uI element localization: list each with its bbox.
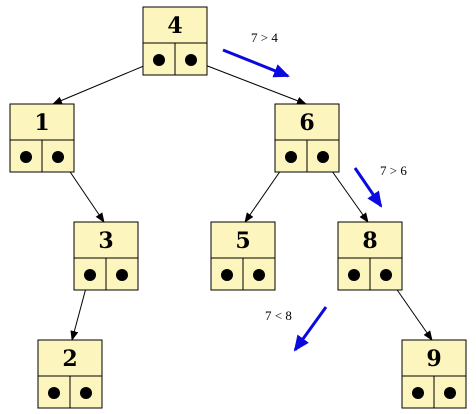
comparison-label: 7 > 4 <box>251 30 278 45</box>
edge-4-6 <box>191 59 307 105</box>
left-pointer-dot <box>153 54 165 66</box>
tree-node: 5 <box>210 221 276 291</box>
search-arrow-right-of-6 <box>353 167 383 208</box>
tree-node: 1 <box>9 103 75 173</box>
left-pointer-dot <box>48 387 60 399</box>
left-pointer-dot <box>20 151 32 163</box>
tree-node: 6 <box>274 103 340 173</box>
tree-node: 4 <box>142 6 208 76</box>
left-pointer-dot <box>412 387 424 399</box>
tree-node: 3 <box>73 221 139 291</box>
node-key: 4 <box>167 13 182 39</box>
node-key: 8 <box>362 228 377 254</box>
left-pointer-dot <box>285 151 297 163</box>
right-pointer-dot <box>444 387 456 399</box>
tree-node: 9 <box>401 339 467 409</box>
right-pointer-dot <box>80 387 92 399</box>
node-key: 5 <box>235 228 250 254</box>
node-key: 3 <box>98 228 113 254</box>
right-pointer-dot <box>52 151 64 163</box>
comparison-label: 7 < 8 <box>265 308 292 323</box>
right-pointer-dot <box>116 269 128 281</box>
left-pointer-dot <box>221 269 233 281</box>
left-pointer-dot <box>348 269 360 281</box>
search-arrow-right-of-4 <box>222 48 290 78</box>
left-pointer-dot <box>84 269 96 281</box>
node-key: 2 <box>62 346 77 372</box>
tree-node: 2 <box>37 339 103 409</box>
tree-node: 8 <box>337 221 403 291</box>
right-pointer-dot <box>253 269 265 281</box>
search-path-arrows <box>222 48 383 352</box>
edge-4-1 <box>52 59 159 105</box>
right-pointer-dot <box>380 269 392 281</box>
right-pointer-dot <box>317 151 329 163</box>
node-key: 6 <box>299 110 314 136</box>
search-arrow-left-of-8 <box>293 306 328 352</box>
node-key: 9 <box>426 346 441 372</box>
right-pointer-dot <box>185 54 197 66</box>
comparison-label: 7 > 6 <box>380 163 407 178</box>
node-key: 1 <box>34 110 49 136</box>
